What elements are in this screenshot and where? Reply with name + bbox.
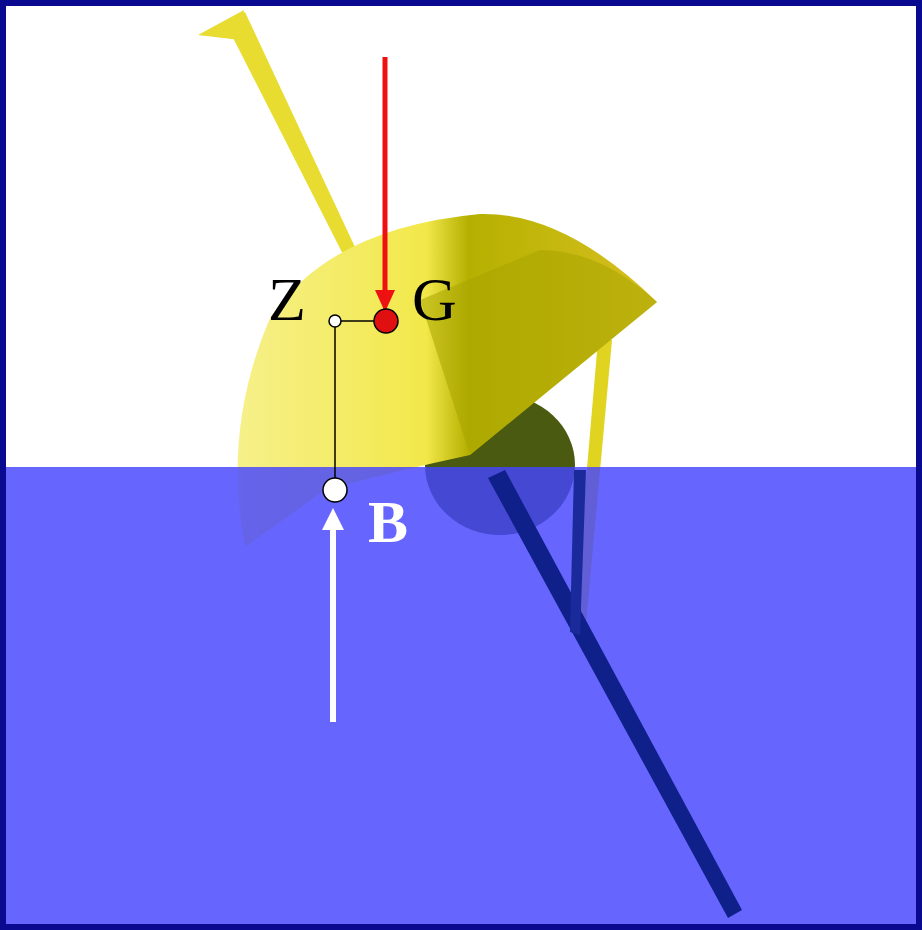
point-label: Z: [268, 268, 306, 330]
point-label: G: [412, 268, 457, 330]
point-label: B: [368, 492, 408, 552]
